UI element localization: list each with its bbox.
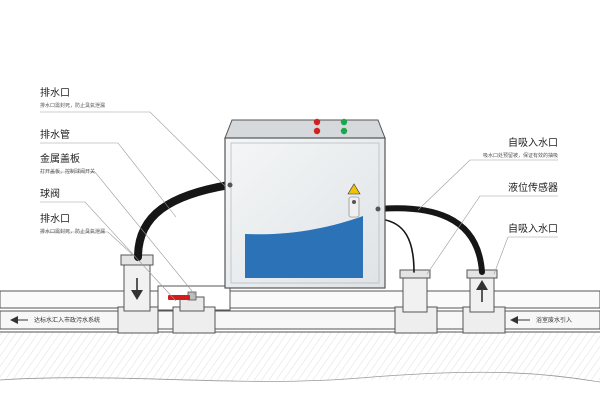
- callout-outlet-bottom-title: 排水口: [40, 212, 70, 225]
- leader-lines-right: [417, 159, 558, 275]
- callout-ball-valve-title: 球阀: [40, 187, 60, 200]
- callout-metal-cover-desc: 打开盖板，控制球阀开关: [40, 168, 95, 175]
- warning-triangle-icon: [347, 183, 361, 218]
- indicator-light-red: [313, 127, 321, 135]
- main-drain-pipe: [0, 306, 600, 334]
- callout-inlet-top-title: 自吸入水口: [508, 136, 558, 149]
- callout-inlet-top-desc: 吸水口处预留被，保证有效的抽吸: [483, 152, 558, 159]
- flow-left-label: 达标水汇入市政污水系统: [34, 316, 100, 324]
- pump-cabinet: [224, 118, 386, 289]
- arrow-up-icon: [476, 280, 488, 290]
- arrow-left-icon: [10, 316, 18, 324]
- indicator-light-green: [340, 118, 348, 126]
- flow-right-label: 浴室废水引入: [536, 316, 572, 324]
- arrow-left-icon: [510, 316, 518, 324]
- flow-right: 浴室废水引入: [510, 316, 572, 324]
- leader-lines-left: [40, 111, 227, 302]
- callout-level-sensor-title: 液位传感器: [508, 181, 558, 194]
- arrow-down-icon: [131, 290, 143, 300]
- sensor-vertical-pipe: [399, 269, 431, 313]
- inlet-vertical-pipe: [466, 269, 498, 313]
- flow-left: 达标水汇入市政污水系统: [10, 316, 100, 324]
- callout-metal-cover-title: 金属盖板: [40, 152, 80, 165]
- callout-outlet-top-desc: 排水口需封死，防止臭氣泄漏: [40, 102, 105, 109]
- outlet-vertical-pipe: [120, 254, 154, 312]
- indicator-light-green: [340, 127, 348, 135]
- callout-drain-pipe-title: 排水管: [40, 128, 70, 141]
- callout-inlet-bottom-title: 自吸入水口: [508, 222, 558, 235]
- floor-slab: [0, 290, 600, 383]
- callout-outlet-bottom-desc: 排水口需封死，防止臭氣泄漏: [40, 228, 105, 235]
- water-level: [245, 216, 363, 278]
- indicator-light-red: [313, 118, 321, 126]
- ball-valve: [168, 291, 205, 312]
- callout-outlet-top-title: 排水口: [40, 86, 70, 99]
- hoses: [134, 181, 485, 275]
